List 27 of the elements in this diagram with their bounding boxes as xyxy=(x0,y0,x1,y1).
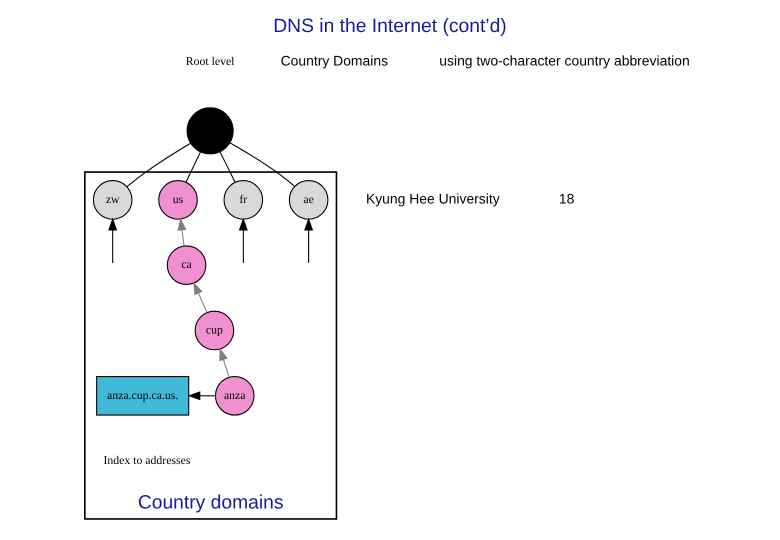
node-label: Root level xyxy=(186,54,234,68)
node-circle: cup xyxy=(194,310,234,350)
node-circle xyxy=(186,107,234,154)
diagram-title: DNS in the Internet (cont’d) xyxy=(273,16,507,38)
node-circle: ae xyxy=(288,180,328,220)
arrow xyxy=(304,218,314,263)
node-circle: ca xyxy=(166,245,206,285)
label: using two-character country abbreviation xyxy=(439,52,690,68)
connector xyxy=(230,142,295,187)
connector xyxy=(220,152,236,183)
arrow xyxy=(238,218,248,263)
connector xyxy=(126,142,191,188)
arrow xyxy=(219,348,230,378)
node-circle: fr xyxy=(224,180,264,220)
arrow xyxy=(187,391,216,400)
node-circle: anza xyxy=(214,376,255,416)
label: Country Domains xyxy=(280,52,388,68)
arrow xyxy=(108,218,118,263)
connector xyxy=(186,152,201,182)
label: Kyung Hee University xyxy=(366,190,500,207)
arrow xyxy=(193,282,208,313)
label: 18 xyxy=(558,190,574,207)
node-circle: zw xyxy=(92,180,132,220)
arrow xyxy=(178,218,186,246)
node-circle: us xyxy=(158,180,198,220)
node-box: anza.cup.ca.us. xyxy=(96,376,190,416)
node-label: Index to addresses xyxy=(103,454,190,468)
